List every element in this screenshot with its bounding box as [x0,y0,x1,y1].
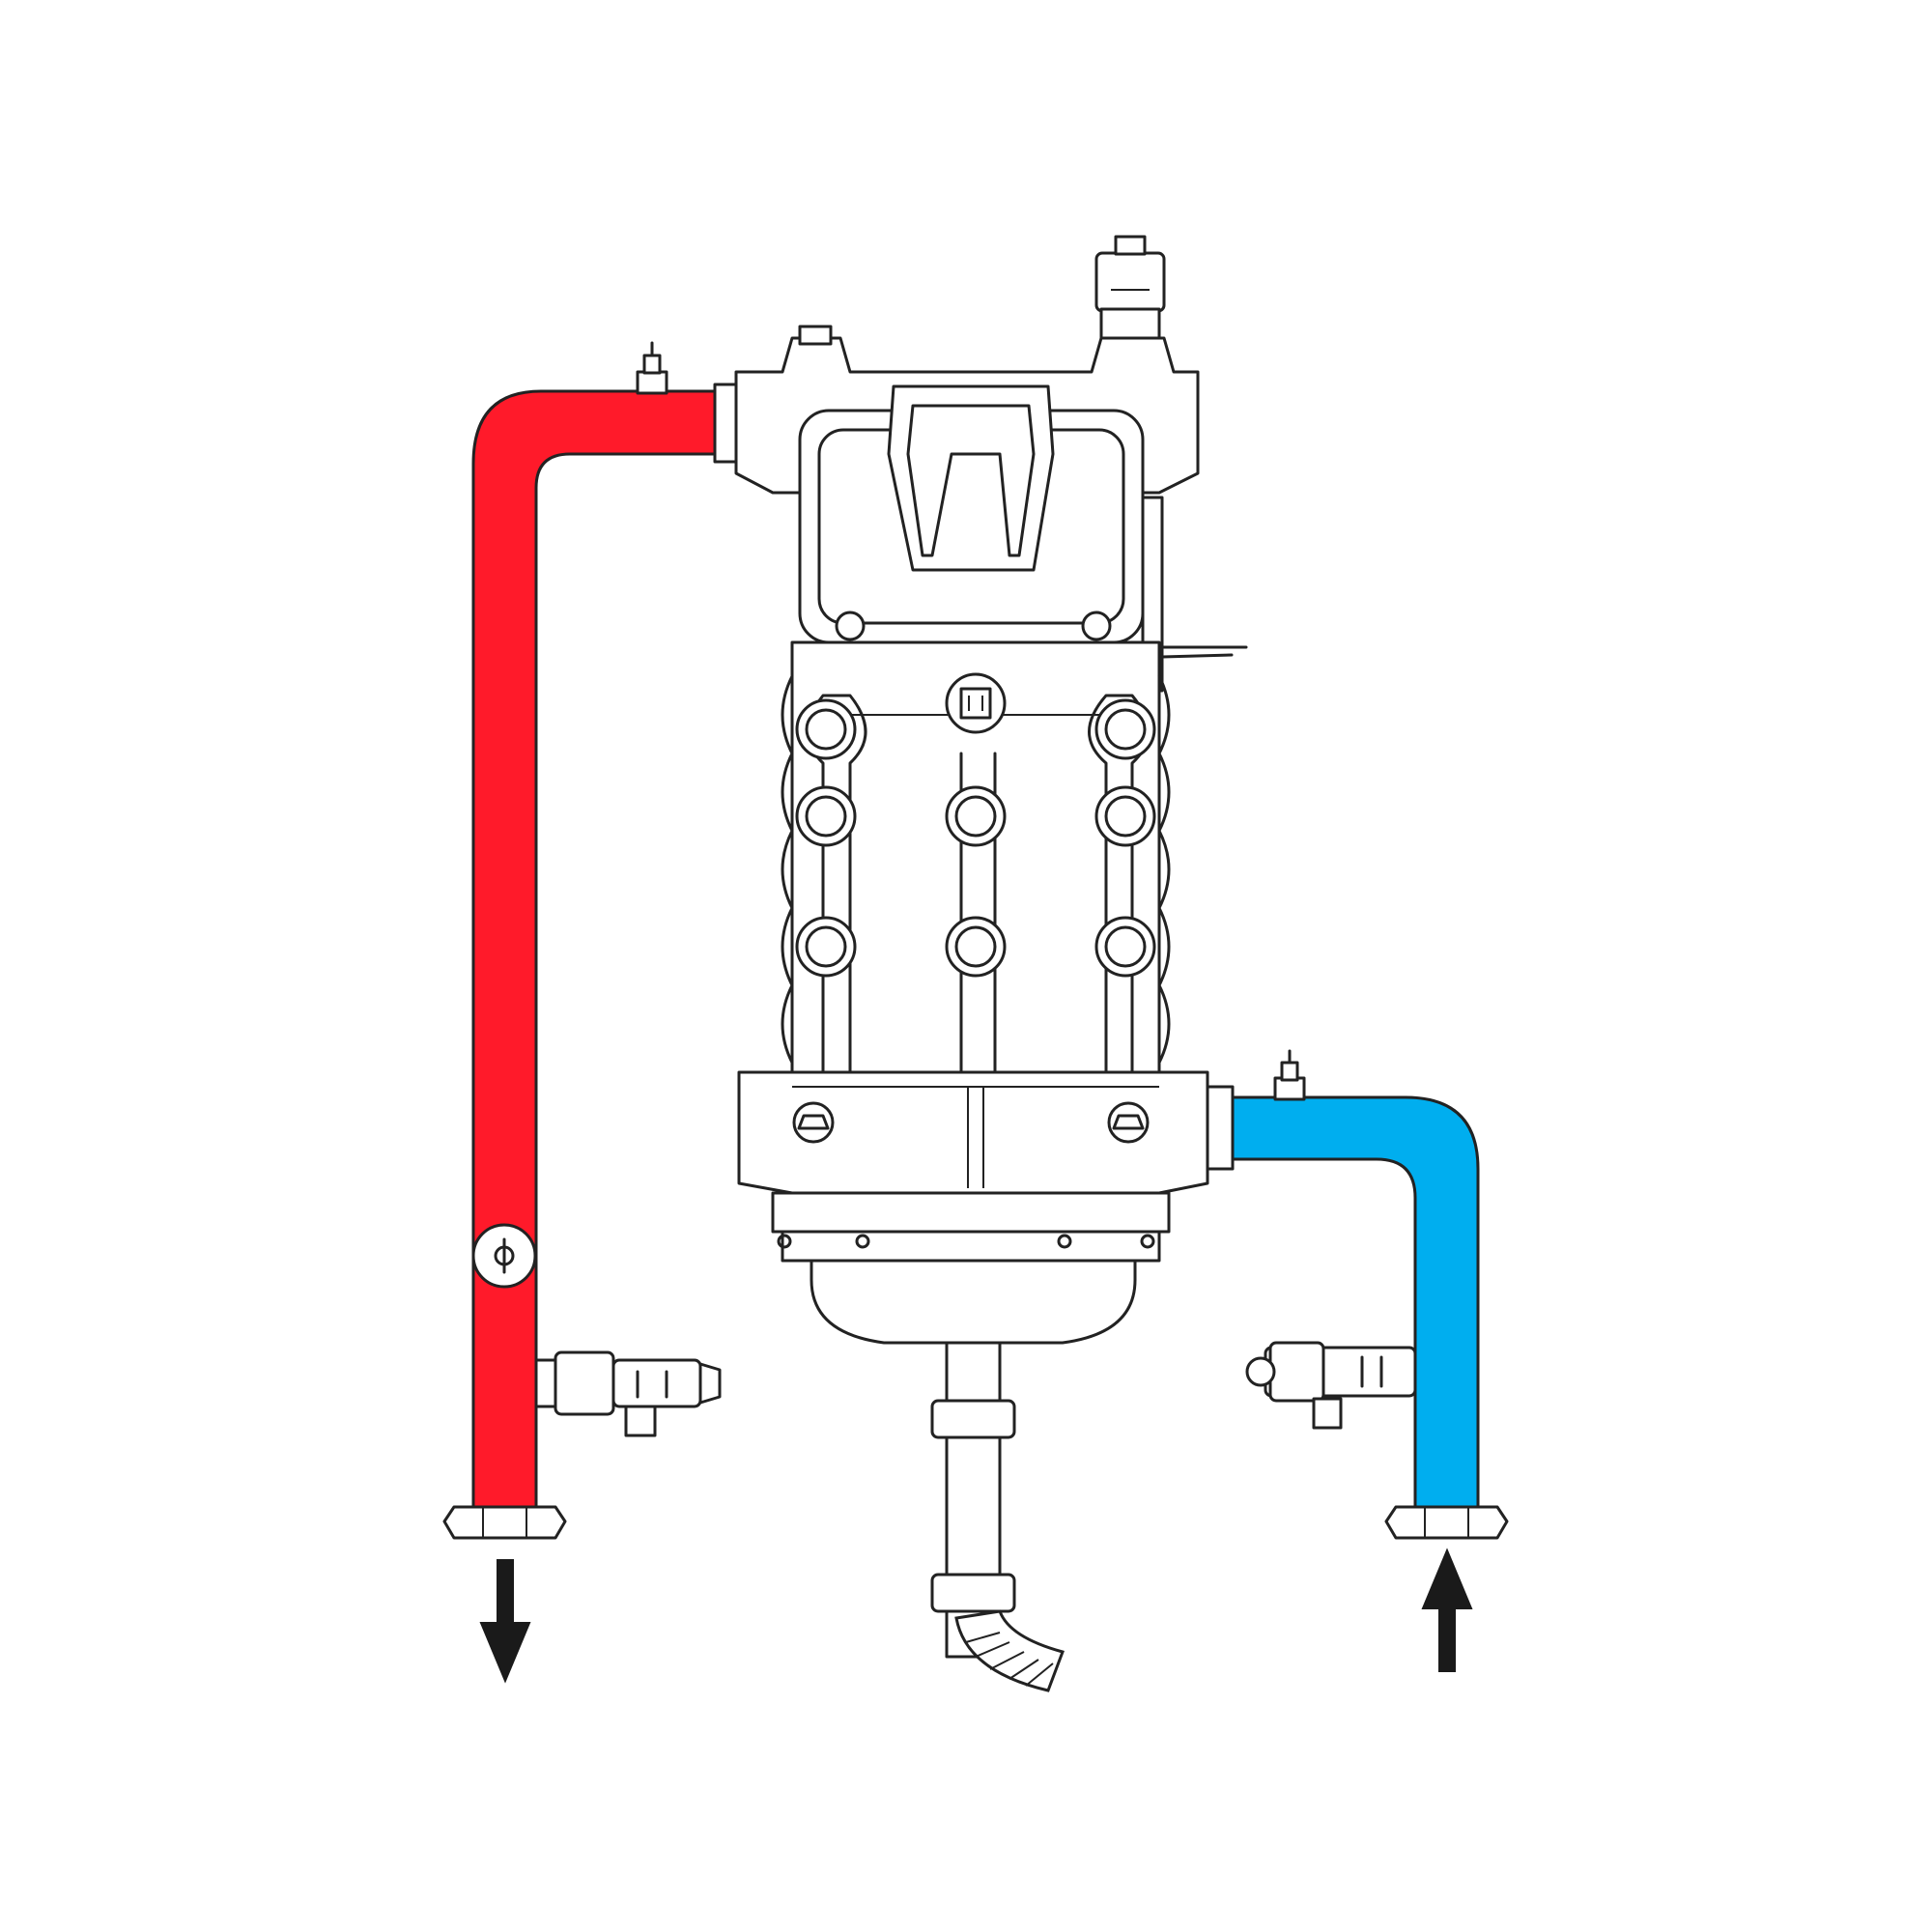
heat-exchanger-column-right [1088,694,1156,1113]
heat-exchanger-column-left [795,694,867,1113]
temperature-sensor [1094,235,1166,340]
hot-outlet-pipe [442,341,738,1540]
inflow-arrow [1421,1548,1473,1672]
hot-side-valve [534,1350,722,1437]
cold-air-vent [1273,1049,1306,1101]
cold-pipe-body [1230,1095,1480,1509]
flow-sensor [471,1223,537,1289]
screw [835,611,866,641]
air-vent-valve [636,341,668,395]
flange-plate [771,1191,1171,1234]
hot-bottom-nut [442,1505,567,1540]
drain-coupling-upper [930,1399,1016,1439]
drain-plug [945,672,1007,734]
arrow-down-icon [479,1559,531,1684]
screw [1081,611,1112,641]
heater-unit [734,235,1248,1345]
bottom-bolt-right [1107,1101,1150,1144]
cold-side-valve [1245,1341,1417,1430]
bottom-bolt-left [792,1101,835,1144]
burner-cover [887,384,1055,572]
cold-pipe-coupling [1206,1085,1235,1171]
top-bolt [798,325,833,346]
hot-pipe-body [471,389,726,1509]
outflow-arrow [479,1559,531,1684]
cold-inlet-pipe [1206,1049,1509,1540]
arrow-up-icon [1421,1548,1473,1672]
drain-coupling-lower [930,1573,1016,1613]
combustion-bowl [810,1259,1137,1345]
exhaust-hose [954,1609,1065,1692]
cold-bottom-nut [1384,1505,1509,1540]
hot-pipe-coupling [713,383,738,464]
heat-exchanger-column-middle [945,672,1007,1094]
drain-pipe [930,1341,1065,1692]
